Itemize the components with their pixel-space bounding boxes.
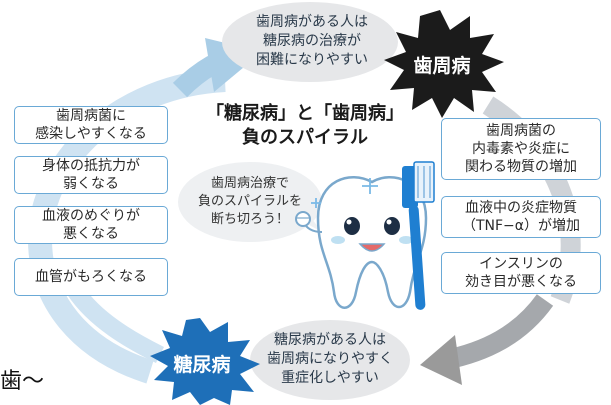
bottom-bubble-line: 歯周病になりやすく <box>267 351 393 367</box>
diabetes-badge-label: 糖尿病 <box>173 354 231 376</box>
speech-cloud-line: 歯周病治療で <box>210 176 289 191</box>
toothbrush-icon <box>402 161 435 310</box>
top-bubble-line: 歯周病がある人は <box>256 14 368 30</box>
edge-partial-text: 歯〜 <box>0 369 45 394</box>
spiral-arrow-bottom-arc <box>442 293 554 370</box>
left-box-line: 感染しやすくなる <box>35 126 147 142</box>
left-box-line: 歯周病菌に <box>56 108 126 124</box>
left-box-line: 悪くなる <box>63 226 119 242</box>
left-box-line: 血液のめぐりが <box>42 208 140 224</box>
right-box-line: インスリンの <box>479 256 563 272</box>
speech-cloud-line: 負のスパイラルを <box>197 194 302 209</box>
right-box-tnf: 血液中の炎症物質 （TNF−α）が増加 <box>441 196 601 238</box>
periodontal-badge-label: 歯周病 <box>413 55 471 77</box>
left-box-line: 弱くなる <box>63 176 119 192</box>
left-box-line: 身体の抵抗力が <box>42 158 140 174</box>
top-bubble-line: 糖尿病の治療が <box>263 33 361 49</box>
top-bubble-line: 困難になりやすい <box>256 52 368 68</box>
left-box-circulation: 血液のめぐりが悪くなる <box>14 206 168 244</box>
right-box-line: （TNF−α）が増加 <box>461 218 581 234</box>
right-box-line: 歯周病菌の <box>486 123 556 139</box>
speech-cloud-shape <box>178 162 322 242</box>
right-box-line: 内毒素や炎症に <box>472 141 570 157</box>
speech-cloud-line: 断ち切ろう！ <box>210 212 289 227</box>
title-line: 「糖尿病」と「歯周病」 <box>206 103 404 124</box>
left-box-resistance: 身体の抵抗力が弱くなる <box>14 156 168 194</box>
left-box-vessels: 血管がもろくなる <box>14 258 168 296</box>
spiral-arrow-bottom-left <box>67 284 165 364</box>
top-bubble-shape <box>222 2 398 82</box>
right-box-line: 関わる物質の増加 <box>465 159 577 175</box>
arrow-head-bottom <box>420 335 462 385</box>
periodontal-starburst <box>384 10 504 118</box>
right-box-line: 血液中の炎症物質 <box>464 200 577 216</box>
left-box-infection: 歯周病菌に感染しやすくなる <box>14 106 168 144</box>
bottom-bubble: 糖尿病がある人は 歯周病になりやすく 重症化しやすい <box>250 331 410 388</box>
left-box-line: 血管がもろくなる <box>35 269 147 285</box>
tooth-character <box>295 176 428 309</box>
diabetes-starburst <box>150 318 260 405</box>
bottom-bubble-line: 重症化しやすい <box>281 370 379 386</box>
right-box-line: 効き目が悪くなる <box>465 274 577 290</box>
speech-cloud: 歯周病治療で 負のスパイラルを 断ち切ろう！ <box>180 175 320 229</box>
bottom-bubble-shape <box>250 320 410 400</box>
diagram-title: 「糖尿病」と「歯周病」 負のスパイラル <box>190 102 420 150</box>
right-box-insulin: インスリンの 効き目が悪くなる <box>441 252 601 294</box>
top-bubble: 歯周病がある人は 糖尿病の治療が 困難になりやすい <box>232 13 392 70</box>
bottom-bubble-line: 糖尿病がある人は <box>274 332 386 348</box>
right-box-toxins: 歯周病菌の 内毒素や炎症に 関わる物質の増加 <box>441 118 601 180</box>
sparkle-icon <box>311 178 378 208</box>
title-line: 負のスパイラル <box>242 127 368 148</box>
